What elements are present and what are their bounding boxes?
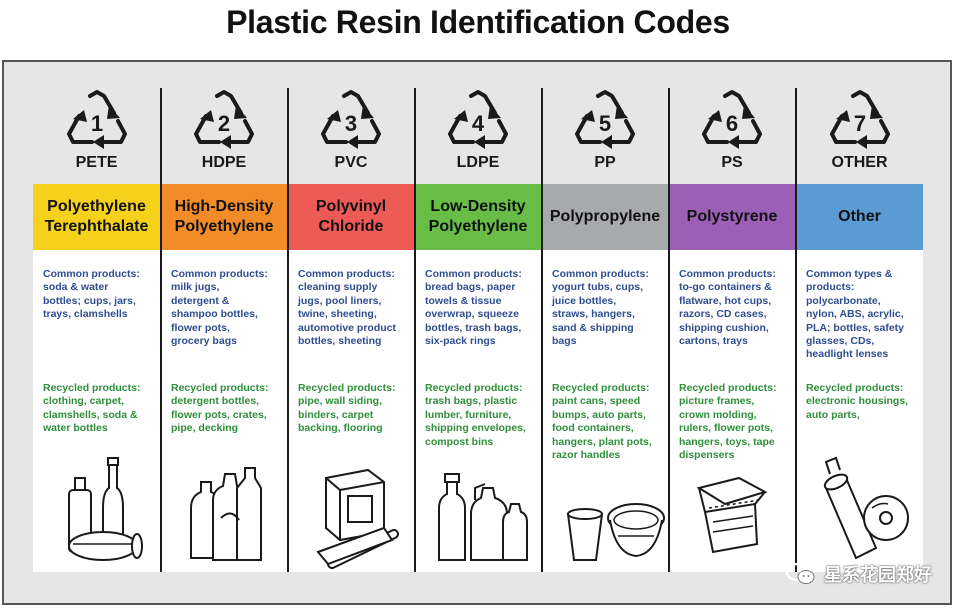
common-products-text: Common products: to-go containers & flat… <box>679 268 776 348</box>
svg-text:2: 2 <box>218 111 230 136</box>
recycled-products-text: Recycled products: electronic housings, … <box>806 382 909 421</box>
recycled-products-text: Recycled products: detergent bottles, fl… <box>171 382 269 435</box>
recycle-symbol-icon: 2 <box>189 88 259 150</box>
column-divider <box>668 88 670 572</box>
recycle-symbol-icon: 5 <box>570 88 640 150</box>
page-title: Plastic Resin Identification Codes <box>226 4 730 40</box>
svg-text:1: 1 <box>90 111 102 136</box>
recycle-symbol-icon: 3 <box>316 88 386 150</box>
resin-name-band: Polypropylene <box>542 184 668 250</box>
column-divider <box>160 88 162 572</box>
watermark: 星系花园郑好 <box>786 561 932 587</box>
resin-abbreviation: OTHER <box>831 154 888 171</box>
column-divider <box>414 88 416 572</box>
resin-name-band: Polyvinyl Chloride <box>288 184 414 250</box>
column-divider <box>795 88 797 572</box>
recycle-symbol-icon: 7 <box>825 88 895 150</box>
squeeze-bottles-illustration <box>415 448 541 570</box>
box-roll-illustration <box>288 448 414 570</box>
resin-abbreviation: PP <box>594 154 616 171</box>
resin-name-band: Other <box>796 184 923 250</box>
resin-abbreviation: PVC <box>334 154 368 171</box>
common-products-text: Common products: yogurt tubs, cups, juic… <box>552 268 649 348</box>
recycle-symbol-icon: 6 <box>697 88 767 150</box>
recycled-products-text: Recycled products: trash bags, plastic l… <box>425 382 526 448</box>
column-body <box>33 250 160 572</box>
resin-name-band: Polyethylene Terephthalate <box>33 184 160 250</box>
jugs-illustration <box>161 448 287 570</box>
common-products-text: Common types & products: polycarbonate, … <box>806 268 905 361</box>
recycled-products-text: Recycled products: clothing, carpet, cla… <box>43 382 141 435</box>
resin-abbreviation: PETE <box>75 154 118 171</box>
column-divider <box>287 88 289 572</box>
cups-illustration <box>542 448 668 570</box>
resin-abbreviation: HDPE <box>201 154 247 171</box>
watermark-text: 星系花园郑好 <box>824 565 932 585</box>
bottles-illustration <box>33 448 160 570</box>
recycled-products-text: Recycled products: pipe, wall siding, bi… <box>298 382 396 435</box>
resin-abbreviation: LDPE <box>456 154 500 171</box>
svg-text:6: 6 <box>726 111 738 136</box>
wechat-icon <box>786 563 815 584</box>
recycle-symbol-icon: 4 <box>443 88 513 150</box>
container-illustration <box>669 448 795 570</box>
svg-text:4: 4 <box>472 111 485 136</box>
disc-spray-illustration <box>796 448 923 570</box>
resin-name-band: Low-Density Polyethylene <box>415 184 541 250</box>
recycled-products-text: Recycled products: paint cans, speed bum… <box>552 382 652 462</box>
common-products-text: Common products: bread bags, paper towel… <box>425 268 522 348</box>
common-products-text: Common products: soda & water bottles; c… <box>43 268 140 321</box>
svg-text:5: 5 <box>599 111 611 136</box>
svg-text:7: 7 <box>853 111 865 136</box>
resin-name-band: Polystyrene <box>669 184 795 250</box>
column-divider <box>541 88 543 572</box>
recycled-products-text: Recycled products: picture frames, crown… <box>679 382 777 462</box>
recycle-symbol-icon: 1 <box>62 88 132 150</box>
svg-text:3: 3 <box>345 111 357 136</box>
resin-abbreviation: PS <box>721 154 743 171</box>
common-products-text: Common products: cleaning supply jugs, p… <box>298 268 397 348</box>
resin-name-band: High-Density Polyethylene <box>161 184 287 250</box>
common-products-text: Common products: milk jugs, detergent & … <box>171 268 268 348</box>
